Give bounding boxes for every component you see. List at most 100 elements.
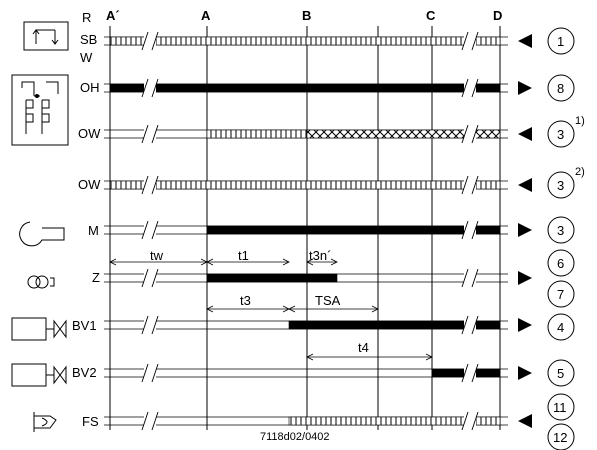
oil-preheater-icon — [11, 74, 69, 146]
segment-hatched — [109, 36, 501, 46]
terminal-circle-7 — [547, 280, 575, 308]
track-z-5 — [104, 268, 532, 288]
terminal-number-3c: 3 — [557, 223, 564, 238]
arrowhead-left — [306, 353, 314, 361]
terminal-number-4: 4 — [557, 320, 564, 335]
break-slash — [461, 268, 469, 288]
component-icons — [11, 21, 69, 432]
break-slash — [141, 31, 149, 51]
break-gap — [144, 416, 156, 426]
phase-labels: A´ A B C D — [106, 8, 502, 23]
break-slash — [461, 363, 469, 383]
break-gap — [144, 273, 156, 283]
footnote-1: 1) — [575, 115, 585, 127]
break-slash — [461, 220, 469, 240]
burner-motor-icon — [19, 221, 65, 247]
interval-2 — [306, 258, 338, 266]
track-oh-1 — [104, 78, 532, 98]
break-slash — [471, 175, 479, 195]
break-slash — [471, 268, 479, 288]
timing-tracks — [104, 31, 532, 431]
interval-label-t3n: t3n´ — [309, 248, 331, 263]
break-slash — [471, 220, 479, 240]
break-slash — [461, 411, 469, 431]
row-label-ow-1: OW — [78, 126, 101, 141]
break-slash — [151, 363, 159, 383]
row-label-fs: FS — [82, 414, 99, 429]
interval-label-tsa: TSA — [315, 293, 341, 308]
interval-label-t1: t1 — [238, 248, 249, 263]
input-arrow-icon — [518, 178, 532, 192]
break-slash — [141, 78, 149, 98]
break-slash — [471, 315, 479, 335]
break-gap — [144, 368, 156, 378]
break-slash — [141, 363, 149, 383]
break-slash — [151, 411, 159, 431]
interval-4 — [288, 305, 379, 313]
phase-label-a-prime: A´ — [106, 8, 120, 23]
track-bv2-7 — [104, 363, 532, 383]
break-slash — [151, 175, 159, 195]
track-sb-0 — [104, 31, 532, 51]
break-slash — [461, 78, 469, 98]
break-gap — [464, 416, 476, 426]
row-label-r: R — [82, 10, 91, 25]
break-slash — [141, 268, 149, 288]
arrowhead-right — [330, 258, 338, 266]
break-gap — [464, 180, 476, 190]
arrowhead-left — [109, 258, 117, 266]
break-gap — [144, 225, 156, 235]
terminal-number-7: 7 — [557, 287, 564, 302]
break-slash — [471, 411, 479, 431]
track-m-4 — [104, 220, 532, 240]
break-slash — [141, 220, 149, 240]
interval-label-tw: tw — [150, 248, 164, 263]
segment-solid — [109, 83, 501, 93]
break-slash — [141, 315, 149, 335]
interval-label-t3: t3 — [240, 293, 251, 308]
row-label-bv2: BV2 — [72, 365, 97, 380]
terminal-circle-8 — [547, 74, 575, 102]
break-slash — [471, 124, 479, 144]
break-slash — [471, 31, 479, 51]
arrowhead-left — [288, 305, 296, 313]
terminal-circle-5 — [547, 359, 575, 387]
terminal-circle-11 — [547, 393, 575, 421]
arrowhead-right — [371, 305, 379, 313]
break-slash — [141, 124, 149, 144]
terminal-circle-6 — [547, 249, 575, 277]
segment-hatched — [206, 129, 308, 139]
break-slash — [151, 78, 159, 98]
footnote-2: 2) — [575, 166, 585, 178]
break-gap — [464, 36, 476, 46]
break-gap — [464, 129, 476, 139]
break-slash — [461, 175, 469, 195]
ignition-transformer-icon — [27, 275, 55, 289]
segment-crosshatched — [306, 129, 501, 139]
break-slash — [461, 315, 469, 335]
interval-label-t4: t4 — [358, 340, 369, 355]
fuel-valve-2-icon — [11, 363, 67, 387]
terminal-number-11: 11 — [553, 400, 567, 415]
break-slash — [151, 315, 159, 335]
phase-label-d: D — [493, 8, 502, 23]
output-arrow-icon — [518, 318, 532, 332]
track-bv1-6 — [104, 315, 532, 335]
terminal-circle-1 — [547, 27, 575, 55]
fuel-valve-1-icon — [11, 317, 67, 341]
break-gap — [464, 83, 476, 93]
segment-hatched — [109, 180, 501, 190]
row-label-sb: SB — [80, 32, 97, 47]
break-gap — [144, 320, 156, 330]
break-gap — [144, 129, 156, 139]
break-slash — [151, 124, 159, 144]
terminal-circle-12 — [547, 423, 575, 450]
figure-code: 7118d02/0402 — [260, 431, 330, 443]
row-label-m: M — [88, 223, 99, 238]
terminal-circle-3b — [547, 171, 575, 199]
output-arrow-icon — [518, 366, 532, 380]
terminal-number-8: 8 — [557, 81, 564, 96]
terminal-number-3a: 3 — [557, 127, 564, 142]
break-slash — [471, 78, 479, 98]
input-arrow-icon — [518, 34, 532, 48]
